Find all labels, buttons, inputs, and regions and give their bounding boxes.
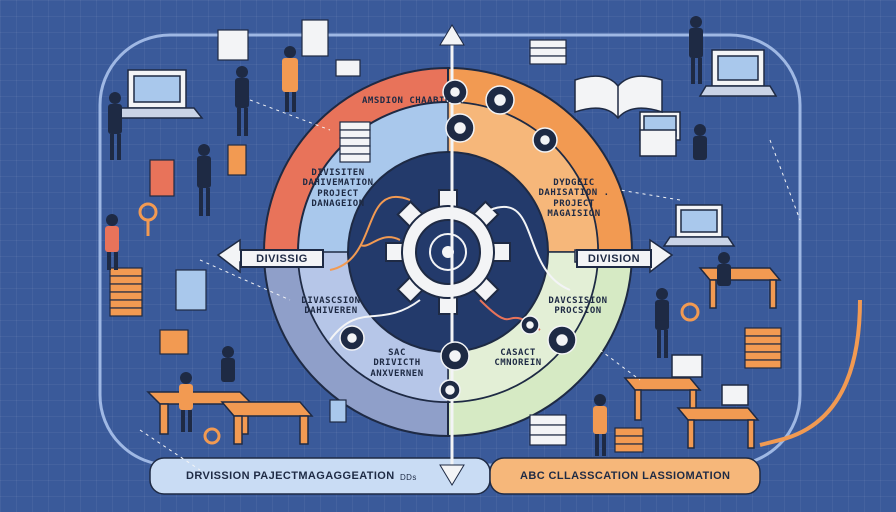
arrow-left-label: DIVISSIG <box>240 249 324 268</box>
document-stack-icons <box>109 39 782 453</box>
bottom-right-inner-label: CASACT CMNOREIN <box>494 348 542 369</box>
arrow-right-label: DIVISION <box>576 249 652 268</box>
segment-right-lower-label: DAVCSISION PROCSION <box>548 296 608 317</box>
person-icons <box>105 16 731 456</box>
laptop-icons <box>110 49 778 247</box>
book-icon <box>574 75 663 120</box>
small-code-label: DDs <box>400 473 417 482</box>
segment-left-lower-label: DIVASCSION DAHIVEREN <box>301 296 361 317</box>
bottom-band-left-label: DRVISSION PAJECTMAGAGGEATION <box>186 470 395 482</box>
box-icons <box>149 19 361 423</box>
outer-track-accent <box>759 299 862 447</box>
magnifier-icon <box>138 202 700 445</box>
quadrant-top-left-label: AMSDION CHAABIODA <box>362 96 463 106</box>
central-gear-icon <box>385 189 511 315</box>
bottom-band-right <box>489 457 761 495</box>
segment-right-upper-label: DYDGEIC DAHISATION . PROJECT MAGAISION <box>538 178 610 220</box>
desk-icons <box>146 129 782 449</box>
segment-left-upper-label: DIVISITEN DAHIVEMATION PROJECT DANAGEION <box>302 168 374 210</box>
bottom-left-inner-label: SAC DRIVICTH ANXVERNEN <box>370 348 424 379</box>
bottom-band-right-label: ABC CLLASSCATION LASSIOMATION <box>520 470 731 482</box>
dotted-paths <box>139 99 801 471</box>
small-gear-icons <box>339 79 577 401</box>
